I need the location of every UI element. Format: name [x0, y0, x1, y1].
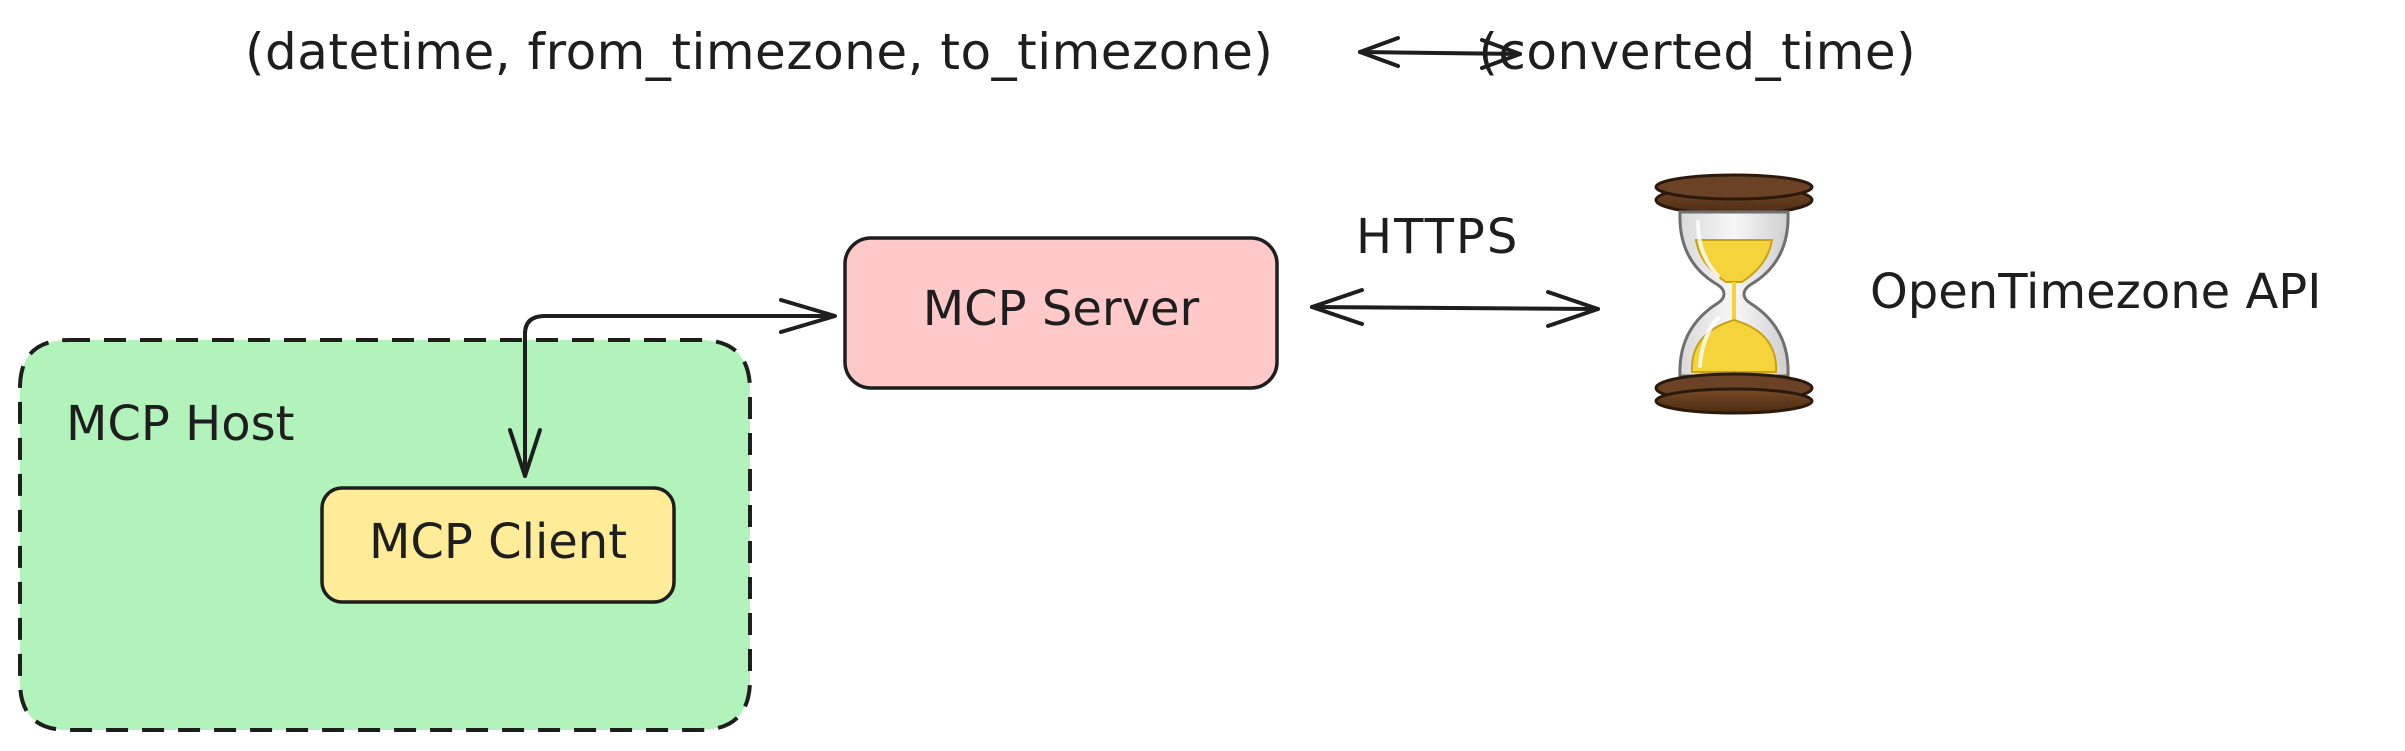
host-label: MCP Host [66, 396, 295, 452]
signature-outputs: (converted_time) [1478, 23, 1917, 81]
function-signature: (datetime, from_timezone, to_timezone)(c… [245, 27, 1916, 77]
client-box [320, 486, 676, 604]
server-api-arrow [1310, 288, 1600, 328]
hourglass-icon [1654, 173, 1814, 415]
signature-arrow [1358, 36, 1522, 70]
client-label: MCP Client [368, 514, 628, 570]
https-edge-label: HTTPS [1356, 209, 1520, 265]
client-server-arrow [508, 298, 837, 478]
signature-inputs: (datetime, from_timezone, to_timezone) [245, 23, 1274, 81]
server-box [843, 236, 1279, 390]
server-label: MCP Server [922, 281, 1200, 337]
api-label: OpenTimezone API [1870, 264, 2322, 320]
